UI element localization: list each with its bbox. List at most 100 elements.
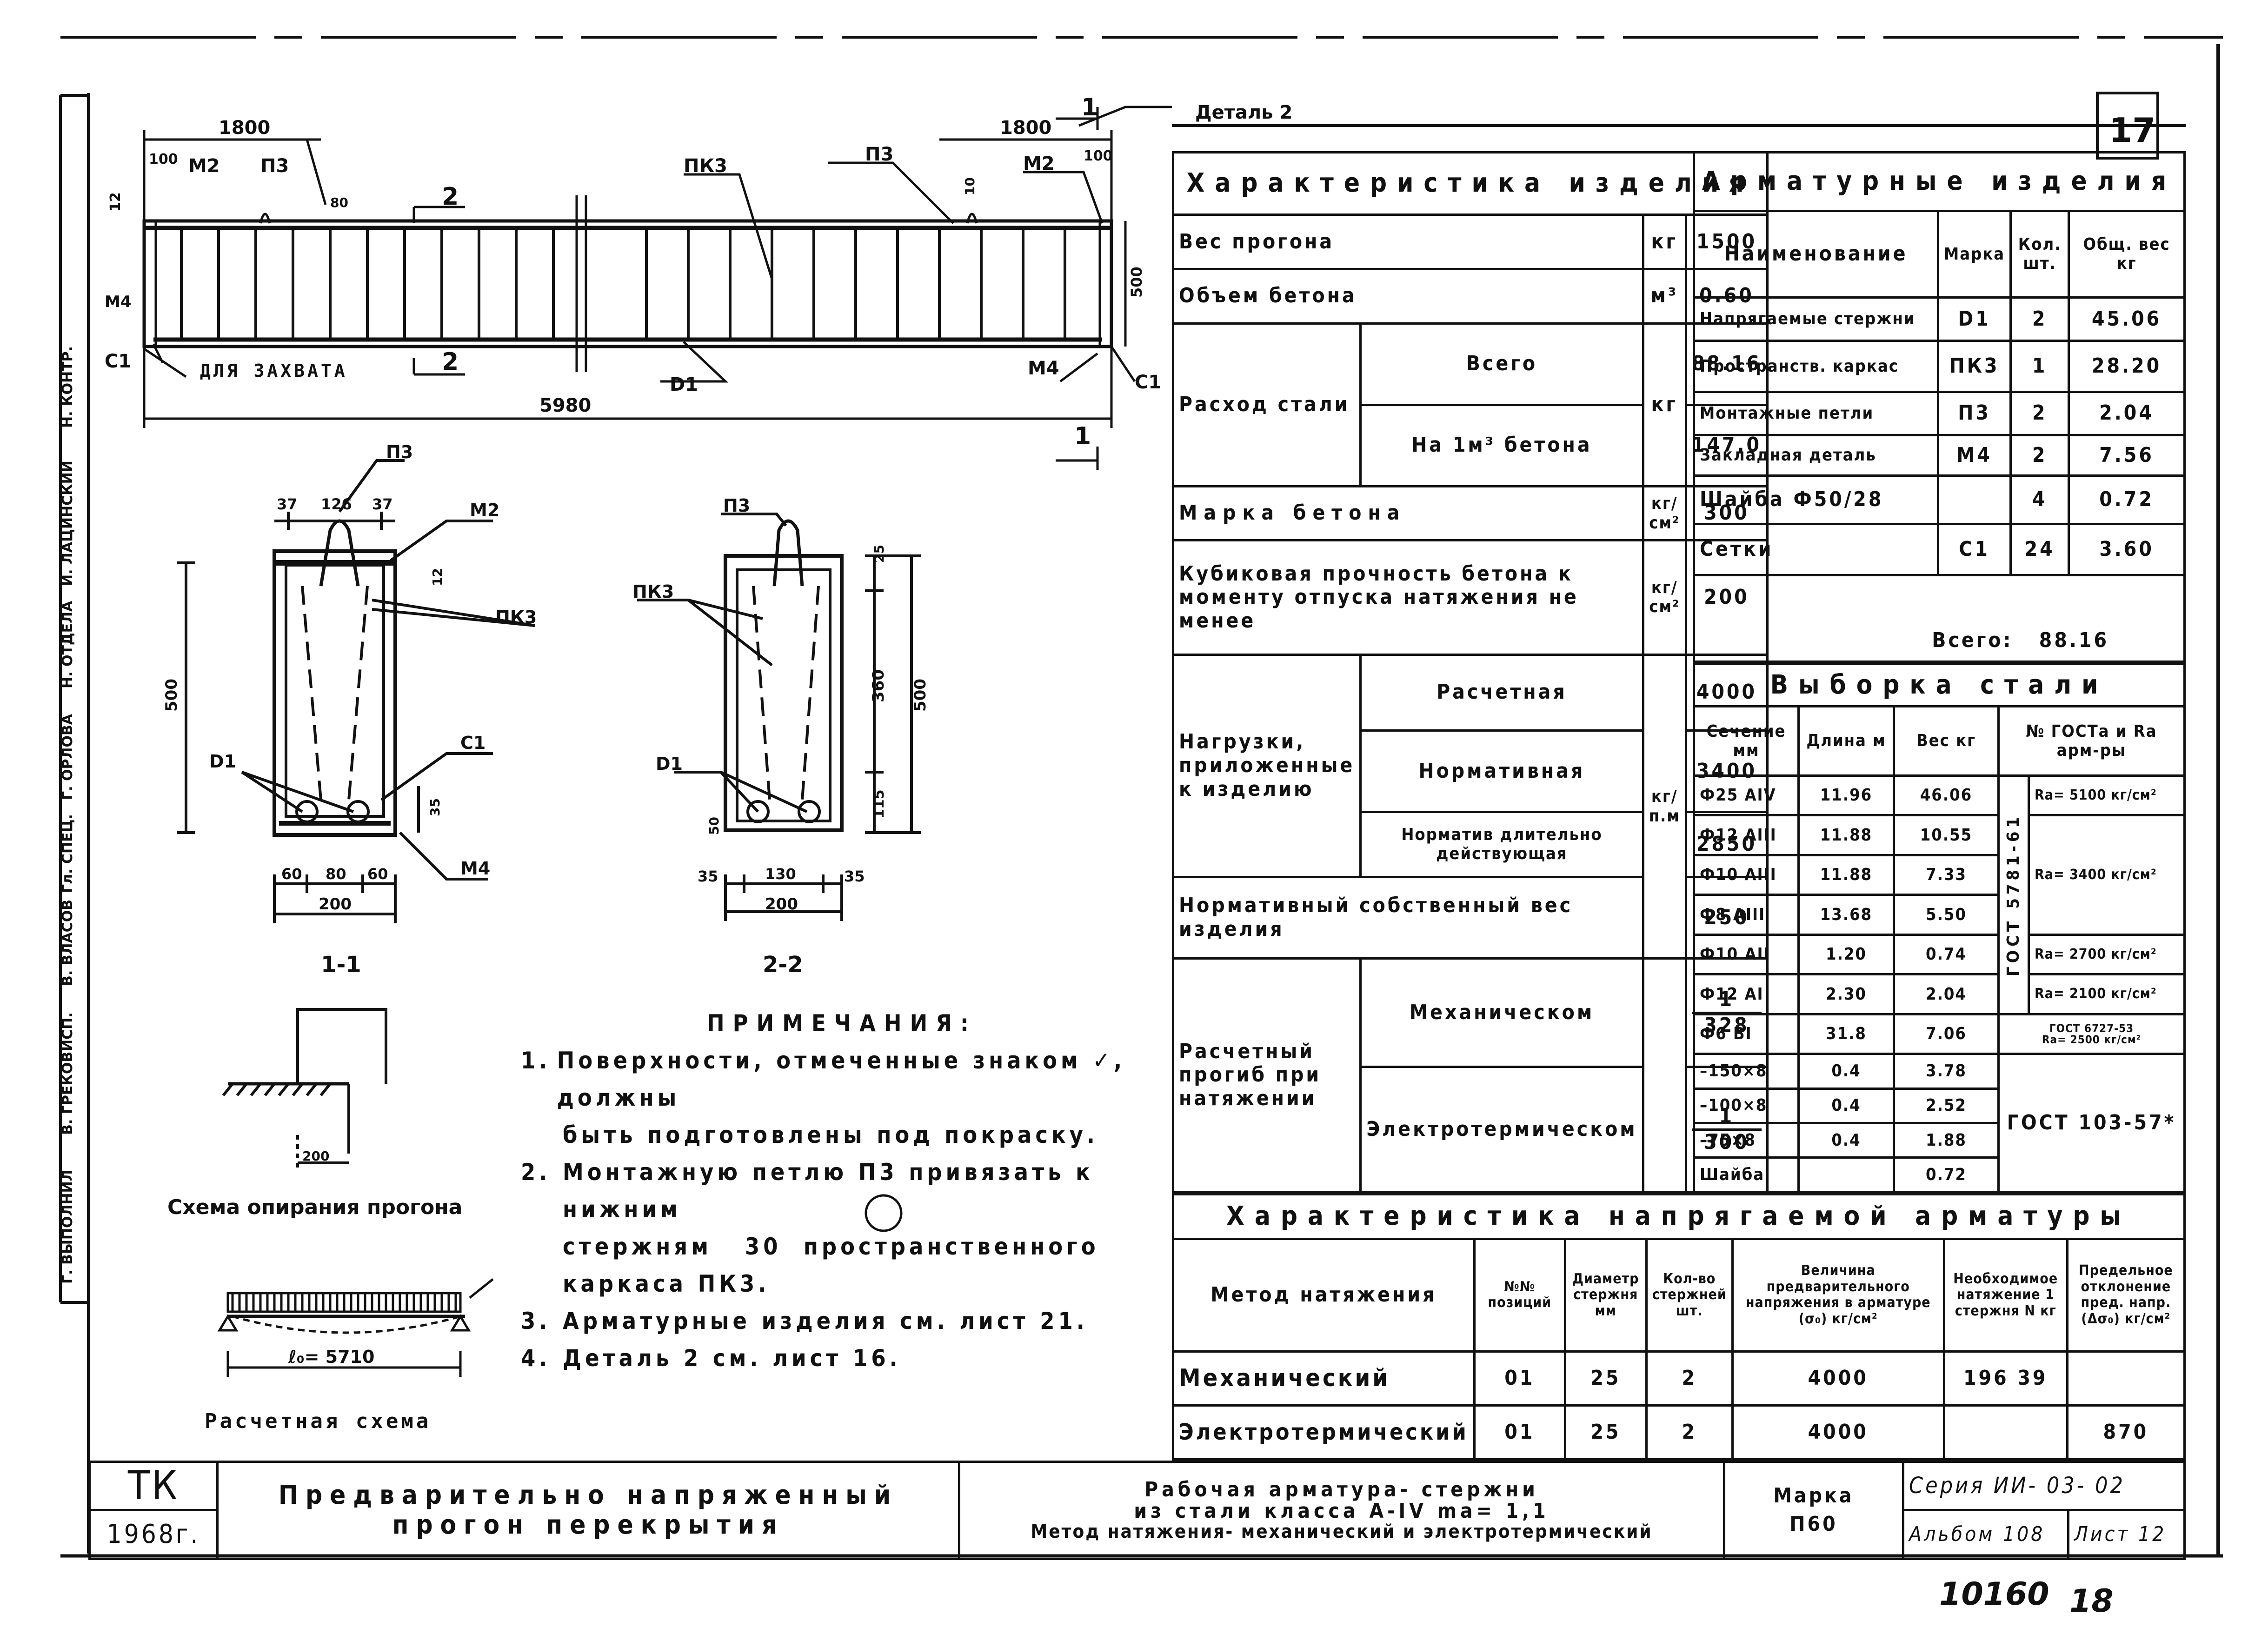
title-org: ТК [88, 1461, 219, 1511]
steel-row-11-length [1797, 1156, 1895, 1194]
char-loads-label: Нагрузки, приложенные к изделию [1171, 653, 1362, 879]
steel-col-length: Длина м [1797, 705, 1895, 777]
arm-total: 88.16 [2039, 628, 2109, 653]
s11-title: 1-1 [321, 952, 361, 978]
calc-caption: Расчетная схема [205, 1409, 431, 1433]
note-2-text: Монтажную петлю П3 привязать к [563, 1159, 1094, 1186]
arm-row-4-weight: 7.56 [2068, 434, 2186, 477]
steel-row-9-weight: 2.52 [1893, 1087, 2000, 1124]
tension-row-1-pos: 01 [1473, 1350, 1566, 1407]
section-mark-2a: 2 [442, 183, 459, 211]
title-sheet: Лист 12 [2067, 1508, 2186, 1560]
s11-d37a: 37 [277, 495, 298, 513]
side-stamp-8: В. ГРЕКОВ [60, 1052, 76, 1135]
char-steel-unit: кг [1642, 322, 1687, 487]
s22-h25: 25 [871, 545, 887, 563]
tension-row-1-dev [2066, 1350, 2186, 1407]
side-stamp-9: Г. ВЫПОЛНИЛ [60, 1169, 76, 1284]
steel-row-7-section: Ф6 ВI [1693, 1013, 1800, 1055]
steel-row-5-length: 1.20 [1797, 933, 1895, 976]
steel-row-4-section: Ф8 АIII [1693, 894, 1800, 936]
handwritten-page: 18 [2069, 1583, 2114, 1620]
dim-500: 500 [1128, 267, 1145, 298]
arm-col-name: Наименование [1693, 209, 1939, 299]
char-load-3-name: Норматив длительно действующая [1359, 810, 1644, 879]
arm-row-6-mark: С1 [1936, 523, 2012, 576]
char-cube-unit: кг/см² [1642, 539, 1687, 656]
note-1-text2: быть подготовлены под покраску. [563, 1121, 1098, 1148]
note-2-circled: 30 [745, 1233, 782, 1260]
steel-gost-2: ГОСТ 6727-53 [2049, 1022, 2134, 1035]
tension-row-2-force [1942, 1404, 2068, 1461]
steel-row-11-section: Шайба [1693, 1156, 1800, 1194]
section-1-1 [177, 459, 535, 923]
dim-12: 12 [107, 192, 124, 212]
tension-table: Характеристика напрягаемой арматуры Мето… [1172, 1193, 2186, 1461]
steel-row-2-section: Ф12 АIII [1693, 814, 1800, 856]
beam-elevation [142, 106, 1172, 470]
tension-row-2-stress: 4000 [1731, 1404, 1945, 1461]
s11-h500: 500 [162, 679, 181, 712]
steel-col-gost: № ГОСТа и Rа арм-ры [1997, 705, 2186, 777]
steel-col-weight: Вес кг [1893, 705, 2000, 777]
s11-w60a: 60 [281, 865, 302, 883]
s11-w200: 200 [319, 895, 352, 914]
tension-header: Характеристика напрягаемой арматуры [1172, 1193, 2186, 1240]
steel-row-5-weight: 0.74 [1893, 933, 2000, 976]
steel-row-10-weight: 1.88 [1893, 1121, 2000, 1159]
title-sub-3: Метод натяжения- механический и электрот… [1031, 1521, 1653, 1543]
arm-row-2-qty: 1 [2009, 340, 2070, 393]
title-mark: П60 [1789, 1512, 1838, 1536]
side-stamp-6: В. ВЛАСОВ [60, 900, 76, 986]
arm-col-qty: Кол. шт. [2009, 209, 2070, 299]
tension-col-dev: Предельное отклонение пред. напр. (Δσ₀) … [2066, 1237, 2186, 1353]
tension-col-method: Метод натяжения [1172, 1237, 1476, 1353]
label-c1-left: С1 [105, 351, 131, 372]
side-stamp-5: Гл. СПЕЦ. [60, 814, 76, 893]
label-p3-left: П3 [260, 155, 289, 177]
dim-1800-right: 1800 [1000, 117, 1051, 139]
dim-5980: 5980 [539, 395, 591, 416]
arm-row-1-qty: 2 [2009, 296, 2070, 342]
char-steel-label: Расход стали [1171, 322, 1362, 487]
char-load-1-name: Расчетная [1359, 653, 1644, 732]
arm-row-2-weight: 28.20 [2068, 340, 2186, 393]
label-c1-right: С1 [1135, 372, 1161, 393]
s22-p3: П3 [723, 495, 750, 516]
char-selfweight-label: Нормативный собственный вес изделия [1172, 876, 1644, 960]
dim-1800-left: 1800 [219, 117, 270, 139]
dim-100-left: 100 [149, 151, 178, 167]
arm-header: Арматурные изделия [1693, 151, 2186, 212]
s11-w60b: 60 [367, 865, 388, 883]
steel-row-1-section: Ф25 АIV [1693, 774, 1800, 817]
arm-row-3-mark: П3 [1936, 390, 2012, 436]
title-album: Альбом 108 [1902, 1508, 2070, 1560]
char-weight-label: Вес прогона [1172, 214, 1644, 270]
steel-row-3-length: 11.88 [1797, 854, 1895, 896]
sheet-number: 17 [2109, 111, 2155, 150]
side-stamp-3: Н. ОТДЕЛА [60, 600, 76, 688]
tension-row-1-qty: 2 [1645, 1350, 1734, 1407]
steel-ra-wire: Rа= 2500 кг/см² [2042, 1033, 2142, 1047]
tension-col-stress: Величина предварительного напряжения в а… [1731, 1237, 1945, 1353]
steel-row-9-length: 0.4 [1797, 1087, 1895, 1124]
arm-row-3-weight: 2.04 [2068, 390, 2186, 436]
arm-row-5-name: Шайба Ф50/28 [1693, 474, 1939, 526]
armature-table: Арматурные изделия Наименование Марка Ко… [1693, 151, 2186, 663]
s22-w200: 200 [765, 895, 798, 914]
s11-w80: 80 [326, 865, 346, 883]
arm-row-1-mark: D1 [1936, 296, 2012, 342]
char-defl-2-name: Электротермическом [1359, 1066, 1644, 1193]
steel-row-3-weight: 7.33 [1893, 854, 2000, 896]
s22-w35a: 35 [698, 867, 718, 885]
label-m4-right: М4 [1028, 358, 1059, 379]
tension-col-qty: Кол-во стержней шт. [1645, 1237, 1734, 1353]
arm-col-mark: Марка [1936, 209, 2012, 299]
label-d1: D1 [670, 374, 698, 395]
steel-header: Выборка стали [1693, 662, 2186, 708]
char-deflection-label: Расчетный прогиб при натяжении [1171, 957, 1362, 1193]
steel-row-10-section: –75×8 [1693, 1121, 1800, 1159]
s11-d1: D1 [209, 751, 236, 772]
steel-row-9-section: –100×8 [1693, 1087, 1800, 1124]
